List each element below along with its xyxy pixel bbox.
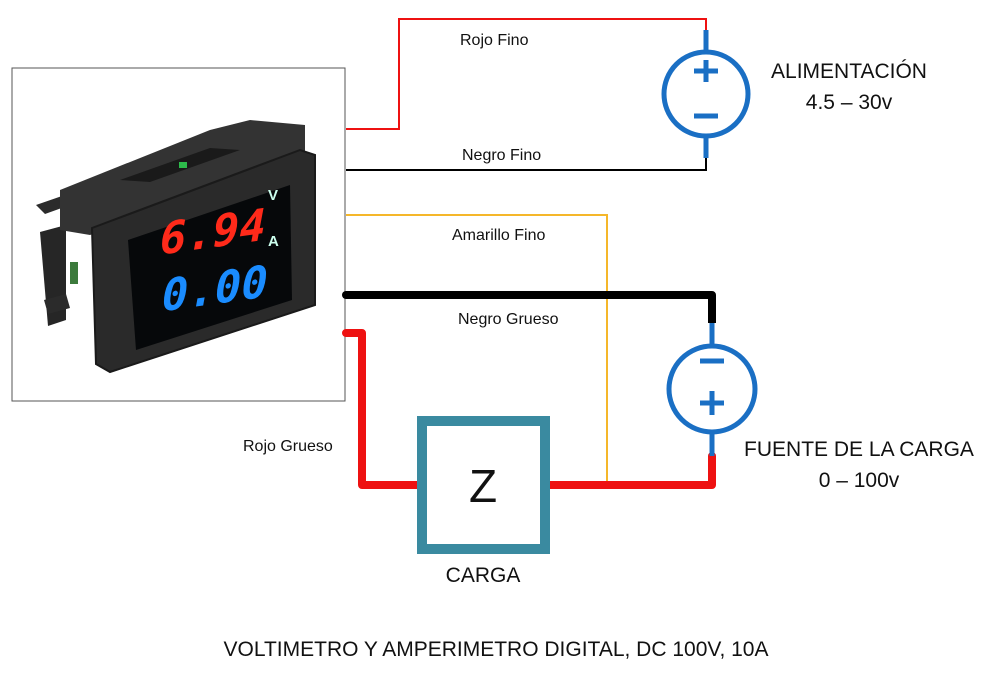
wire-negro-grueso (346, 291, 716, 323)
load-label: CARGA (446, 564, 521, 587)
load-source-title: FUENTE DE LA CARGA (744, 438, 974, 461)
meter-top-body (60, 120, 305, 235)
supply-range: 4.5 – 30v (806, 91, 893, 114)
supply-title: ALIMENTACIÓN (771, 60, 927, 83)
voltage-unit-label: V (268, 187, 278, 204)
label-negro-grueso: Negro Grueso (458, 311, 559, 328)
label-rojo-fino: Rojo Fino (460, 32, 529, 49)
current-unit-label: A (268, 233, 279, 250)
load-source-range: 0 – 100v (819, 469, 900, 492)
load-symbol: Z (469, 460, 497, 512)
wire-negro-fino (346, 158, 707, 171)
meter-led (179, 162, 187, 168)
wire-rojo-fino (346, 18, 707, 130)
wire-negro-grueso-end (342, 291, 350, 299)
label-amarillo-fino: Amarillo Fino (452, 227, 545, 244)
wire-rojo-grueso-return (543, 452, 716, 489)
load-source-symbol (666, 323, 758, 456)
plus-icon (700, 391, 724, 415)
wire-amarillo-fino (346, 214, 608, 487)
label-negro-fino: Negro Fino (462, 147, 541, 164)
meter-screen (128, 185, 292, 350)
load-box (417, 416, 550, 554)
label-rojo-grueso: Rojo Grueso (243, 438, 333, 455)
supply-circle (661, 49, 751, 139)
diagram-caption: VOLTIMETRO Y AMPERIMETRO DIGITAL, DC 100… (224, 638, 769, 661)
meter-side-connector (70, 262, 78, 284)
plus-icon (694, 60, 718, 82)
digital-meter: 6.94 0.00 V A (36, 120, 316, 374)
meter-clip-bottom (44, 294, 70, 314)
load-source-circle (666, 343, 758, 435)
wire-rojo-grueso (342, 329, 424, 489)
supply-source-symbol (661, 30, 751, 158)
